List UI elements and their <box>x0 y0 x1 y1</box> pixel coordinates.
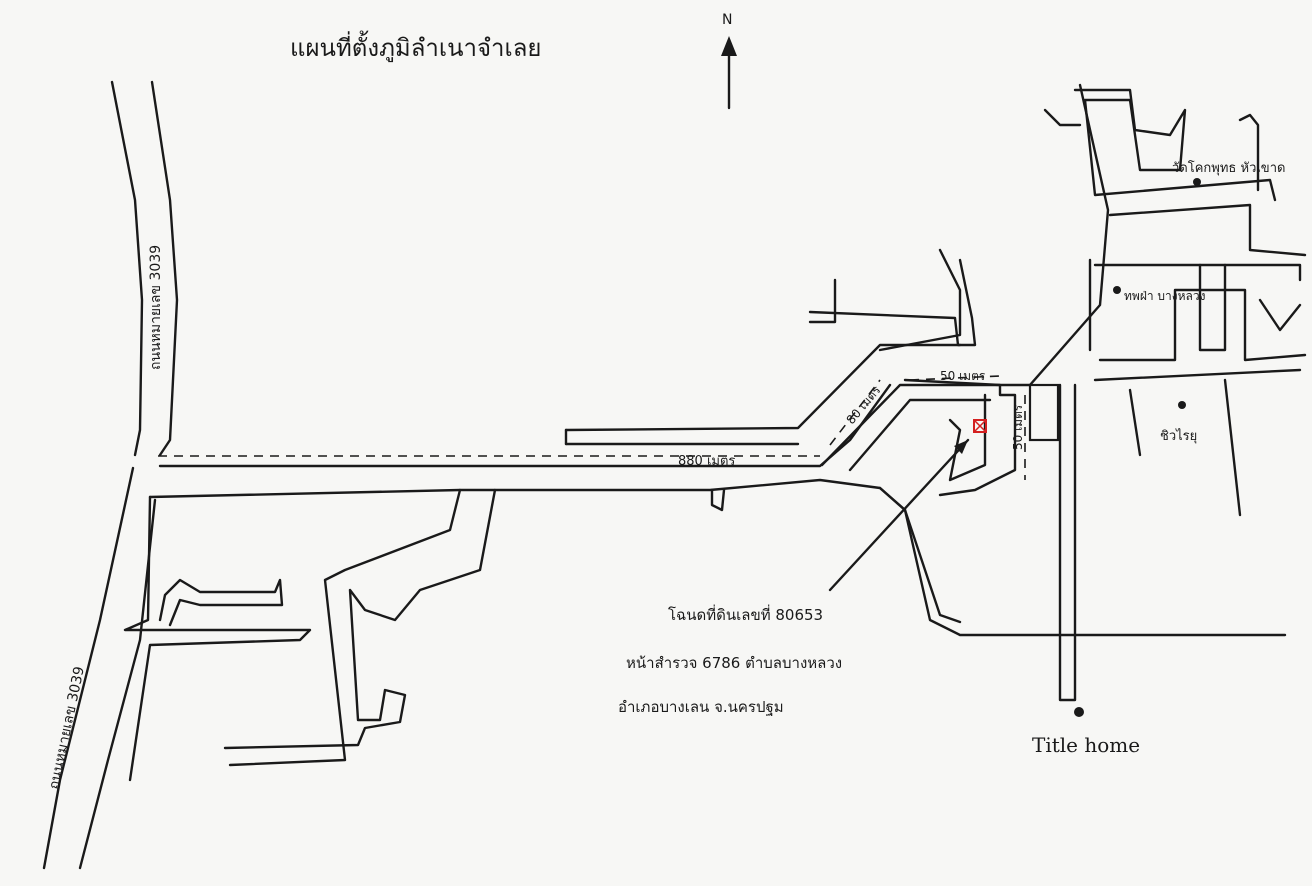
distance-label-main: 880 เมตร <box>678 454 735 469</box>
target-marker-icon <box>973 419 987 433</box>
home-dot-icon <box>1074 707 1084 717</box>
distance-line-diagonal <box>829 379 881 446</box>
landmark-school: ชิวไรยุ <box>1160 428 1197 444</box>
caption-line-2: หน้าสำรวจ 6786 ตำบลบางหลวง <box>626 654 842 672</box>
diagonal-road <box>820 83 1110 467</box>
upper-stub-road <box>808 258 977 347</box>
shop-dot-icon <box>1113 286 1121 294</box>
distance-label-top-short: 50 เมตร <box>940 369 986 383</box>
highway-label-lower: ถนนหมายเลข 3039 <box>46 665 88 791</box>
map-title: แผนที่ตั้งภูมิลำเนาจำเลย <box>290 30 541 63</box>
highway-3039-upper <box>110 80 179 457</box>
landmark-temple: วัดโคกพุทธ หัวเขาด <box>1172 160 1285 176</box>
east-road-network <box>1043 88 1307 517</box>
caption-line-3: อำเภอบางเลน จ.นครปฐม <box>618 698 784 716</box>
temple-dot-icon <box>1193 178 1201 186</box>
north-arrow-icon <box>721 36 737 110</box>
distance-label-vertical-short: 50 เมตร <box>1011 404 1025 450</box>
main-road <box>148 343 962 512</box>
landmark-home: Title home <box>1032 733 1140 757</box>
upper-stub-road-2 <box>808 278 837 324</box>
highway-3039-lower <box>42 466 157 870</box>
south-east-road <box>878 486 1287 637</box>
home-road <box>1058 383 1077 702</box>
school-dot-icon <box>1178 401 1186 409</box>
south-east-road-edge <box>903 508 962 624</box>
landmark-shop: ทพฝ่า บางหลวง <box>1124 289 1205 303</box>
north-label: N <box>722 12 732 28</box>
caption-line-1: โฉนดที่ดินเลขที่ 80653 <box>668 604 823 624</box>
highway-label-upper: ถนนหมายเลข 3039 <box>148 245 164 370</box>
south-west-roads <box>123 488 726 782</box>
home-road-block <box>1028 383 1060 442</box>
target-access-road <box>848 378 1017 497</box>
target-pointer-arrow <box>828 438 970 592</box>
